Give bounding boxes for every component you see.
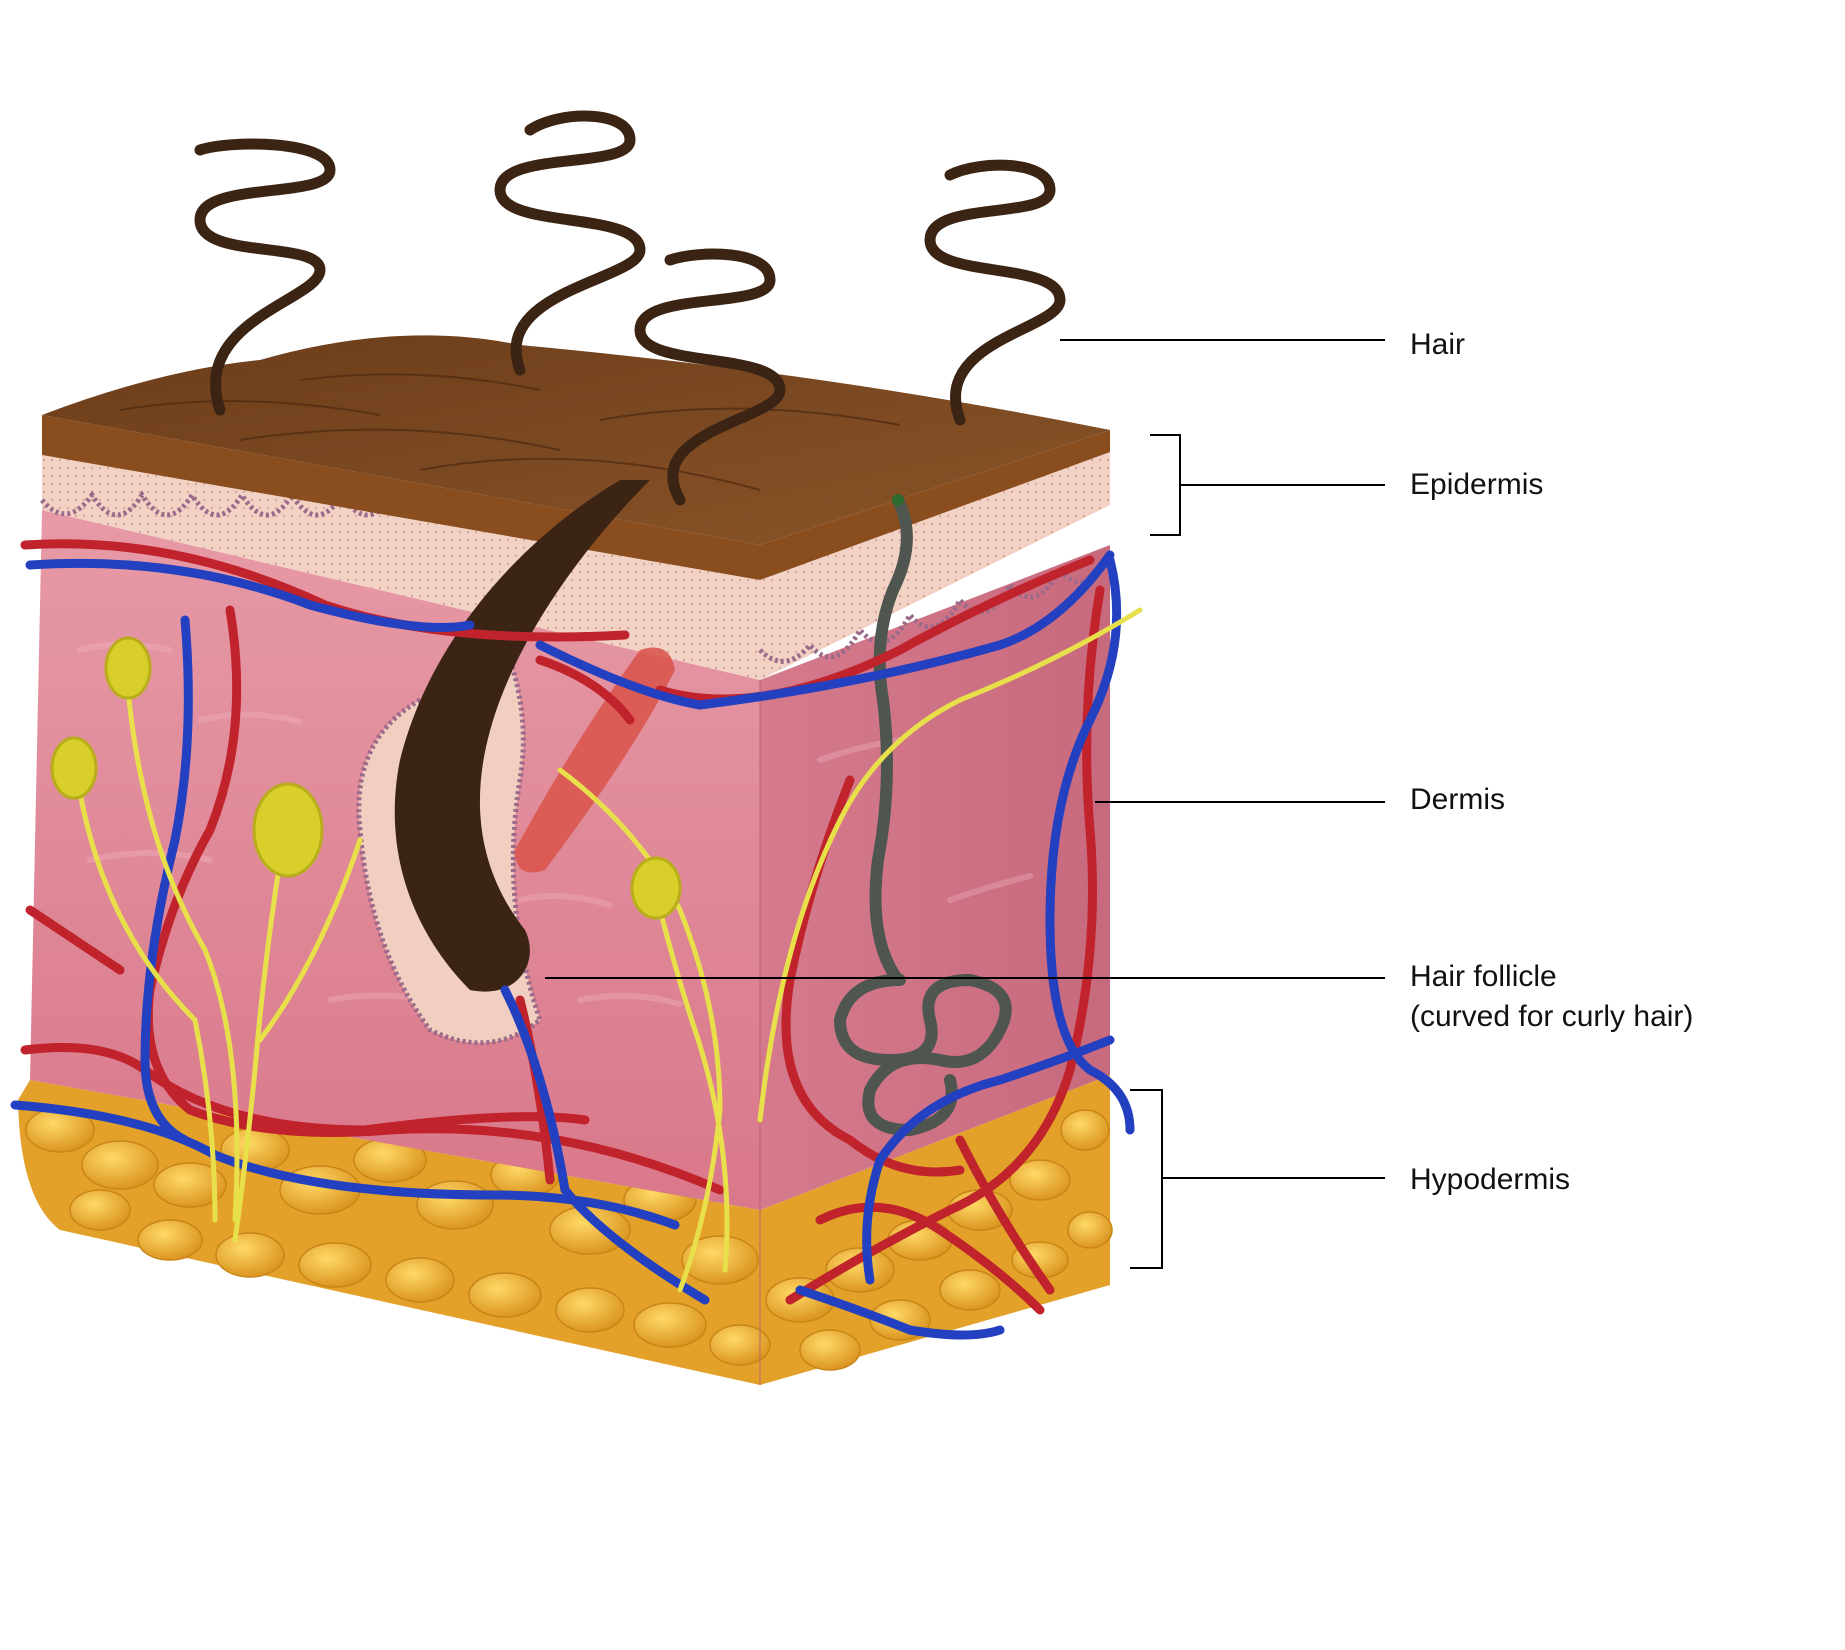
label-hair: Hair [1410,328,1466,361]
veins [10,550,1135,1340]
nerves [72,607,1143,1293]
hypodermis-bracket [1130,1089,1163,1269]
label-hair-follicle: Hair follicle [1410,960,1557,993]
epidermis-bracket [1150,434,1181,536]
arrector-pili-muscle [515,647,675,873]
leader-lines [545,339,1385,1269]
curly-hairs [194,110,1066,506]
nerve-receptors [50,636,682,920]
skin-surface [42,335,1110,545]
label-hypodermis: Hypodermis [1410,1163,1571,1196]
label-epidermis: Epidermis [1410,468,1544,501]
label-hair-follicle-note: (curved for curly hair) [1410,1000,1694,1033]
sweat-gland [833,494,1012,1137]
hair-follicle [356,480,650,1046]
label-dermis: Dermis [1410,783,1505,816]
